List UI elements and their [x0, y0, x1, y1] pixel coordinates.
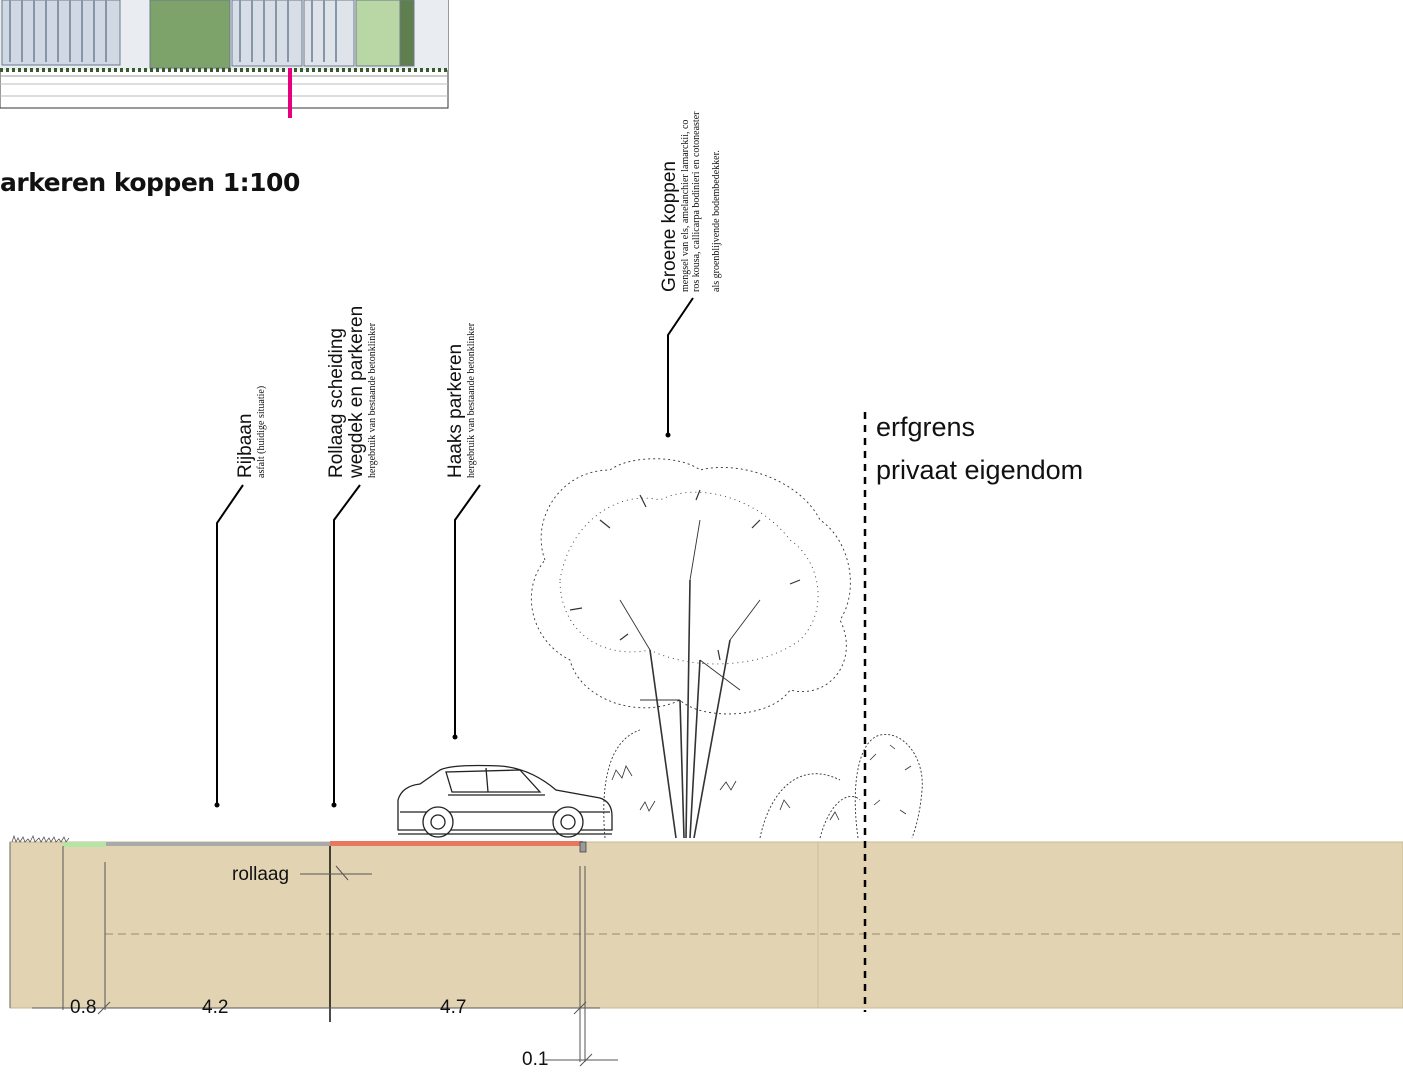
label-rollaag: Rollaag scheiding wegdek en parkeren her… [326, 305, 378, 478]
label-rollaag-sub: hergebruik van bestaande betonklinker [367, 322, 378, 478]
ground-section [9, 841, 1403, 1009]
car-icon [397, 764, 613, 838]
label-groene: Groene koppen mengsel van els, amelanchi… [659, 111, 722, 292]
label-haaks-main: Haaks parkeren [445, 343, 466, 478]
tree-icon [531, 458, 923, 839]
label-groene-sub3: als groenblijvende bodembedekker. [711, 150, 722, 292]
label-rijbaan-main: Rijbaan [235, 413, 256, 478]
leader-lines [216, 297, 694, 805]
paving-layer [330, 841, 583, 846]
label-rijbaan-sub: asfalt (huidige situatie) [256, 385, 267, 478]
label-rijbaan: Rijbaan asfalt (huidige situatie) [235, 385, 267, 478]
verge-strip [63, 842, 106, 847]
label-haaks: Haaks parkeren hergebruik van bestaande … [445, 322, 477, 478]
drawing-title: arkeren koppen 1:100 [0, 168, 300, 197]
erfgrens-label: erfgrens [876, 412, 976, 442]
label-groene-sub2: ros kousa, callicarpa bodinieri en coton… [691, 111, 702, 292]
site-plan-thumbnail [0, 0, 449, 118]
label-groene-sub1: mengsel van els, amelanchier lamarckii, … [680, 119, 691, 292]
dimension-4-2: 4.2 [202, 997, 229, 1018]
curb [579, 841, 587, 853]
label-haaks-sub: hergebruik van bestaande betonklinker [466, 322, 477, 478]
label-rollaag-main2: wegdek en parkeren [346, 305, 367, 478]
privaat-eigendom-label: privaat eigendom [876, 455, 1084, 485]
dimension-0-8: 0.8 [70, 997, 97, 1018]
label-rollaag-main1: Rollaag scheiding [326, 328, 347, 478]
dimension-0-1: 0.1 [522, 1049, 549, 1070]
label-groene-main: Groene koppen [659, 161, 680, 292]
asphalt-layer [106, 842, 330, 846]
rollaag-label: rollaag [232, 864, 290, 885]
dimension-4-7: 4.7 [440, 997, 467, 1018]
